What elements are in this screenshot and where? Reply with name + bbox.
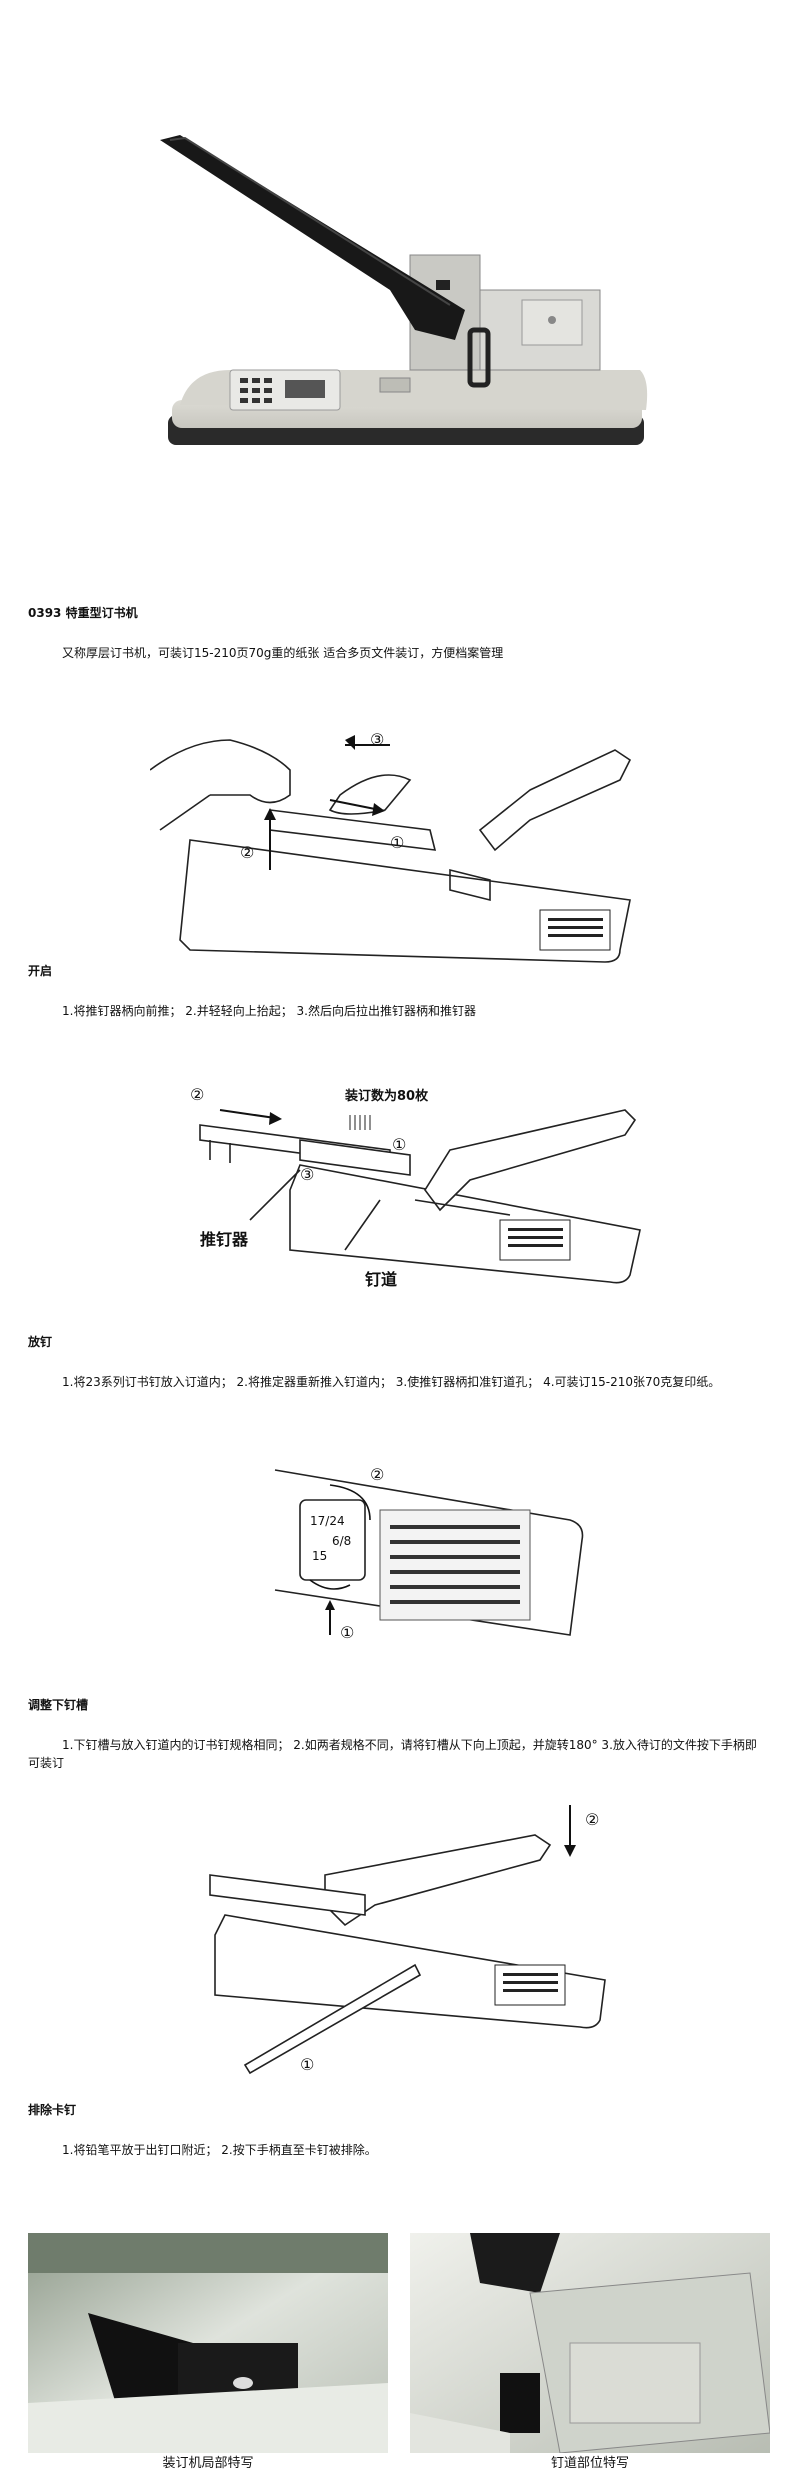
product-intro: 又称厚层订书机，可装订15-210页70g重的纸张 适合多页文件装订，方便档案管…	[62, 646, 504, 660]
photo-left-caption: 装订机局部特写	[162, 2456, 254, 2471]
staple-channel-closeup-photo	[410, 2233, 770, 2453]
section-anvil-text: 1.下钉槽与放入钉道内的订书钉规格相同； 2.如两者规格不同，请将钉槽从下向上顶…	[28, 1738, 757, 1770]
d2-label-1: ①	[392, 1135, 406, 1154]
d4-label-2: ②	[585, 1810, 599, 1829]
diagram-open-stapler: ③ ② ①	[150, 730, 632, 963]
d3-label-1: ①	[340, 1623, 354, 1642]
d1-label-3: ③	[370, 730, 384, 749]
d2-staple-count: 装订数为80枚	[344, 1088, 429, 1104]
section-load-text: 1.将23系列订书钉放入订道内； 2.将推定器重新推入钉道内； 3.使推钉器柄扣…	[62, 1375, 721, 1389]
diagram-adjust-anvil: ② 17/24 6/8 15 ①	[274, 1465, 584, 1642]
d1-label-1: ①	[390, 833, 404, 852]
diagram-clear-jam: ② ①	[209, 1805, 606, 2075]
d2-channel-label: 钉道	[365, 1270, 397, 1289]
stapler-closeup-photo	[28, 2233, 388, 2453]
stapler-product-photo	[160, 135, 648, 445]
section-jam-heading: 排除卡钉	[28, 2103, 77, 2117]
diagram-load-staples: ② 装订数为80枚 ① ③ 推钉器 钉道	[190, 1085, 641, 1289]
product-title: 0393 特重型订书机	[28, 606, 138, 620]
section-open-text: 1.将推钉器柄向前推； 2.并轻轻向上抬起； 3.然后向后拉出推钉器柄和推钉器	[62, 1004, 476, 1018]
d2-label-3: ③	[300, 1165, 314, 1184]
d3-anvil-size-c: 15	[312, 1549, 327, 1563]
section-open-heading: 开启	[28, 964, 53, 978]
d3-label-2: ②	[370, 1465, 384, 1484]
section-anvil-heading: 调整下钉槽	[28, 1698, 89, 1712]
d1-label-2: ②	[240, 843, 254, 862]
d2-pusher-label: 推钉器	[200, 1230, 249, 1249]
d2-label-2: ②	[190, 1085, 204, 1104]
section-load-heading: 放钉	[28, 1335, 53, 1349]
photo-right-caption: 钉道部位特写	[550, 2456, 629, 2471]
d3-anvil-size-a: 17/24	[310, 1514, 345, 1528]
d4-label-1: ①	[300, 2055, 314, 2074]
section-jam-text: 1.将铅笔平放于出钉口附近； 2.按下手柄直至卡钉被排除。	[62, 2143, 377, 2157]
d3-anvil-size-b: 6/8	[332, 1534, 351, 1548]
